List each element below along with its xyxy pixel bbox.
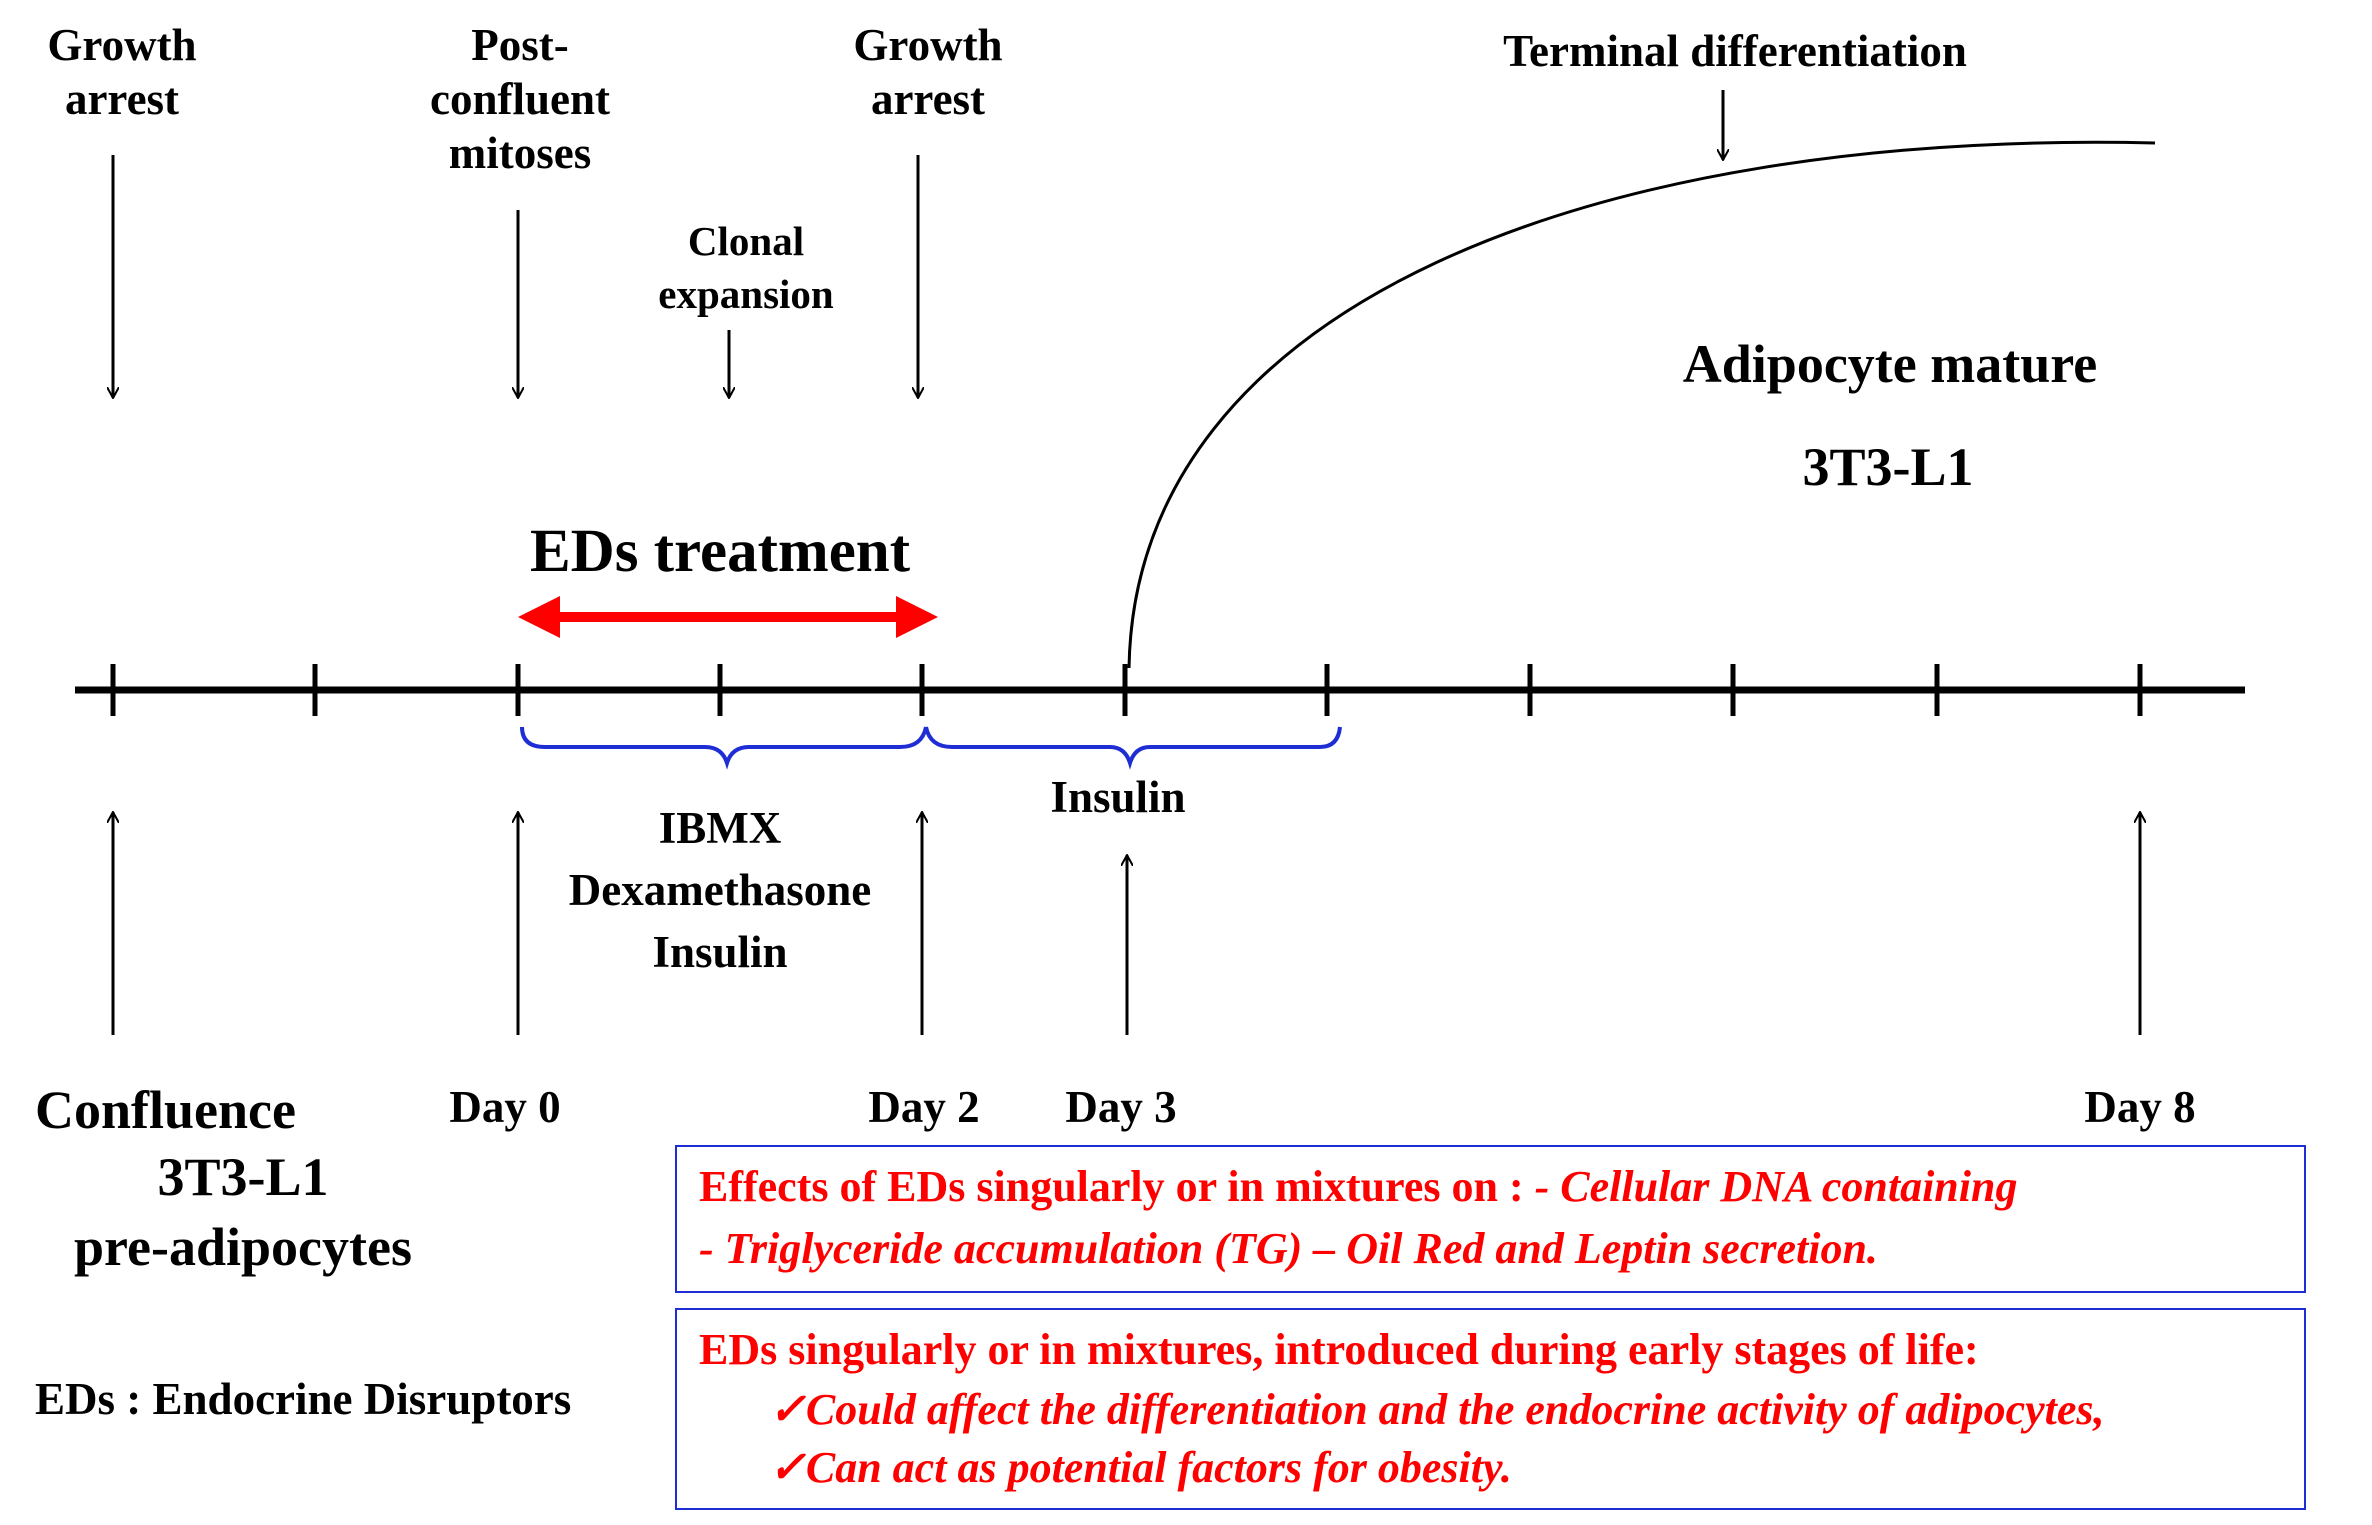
adipocyte-cell-line-label: 3T3-L1 (1802, 437, 1974, 497)
day2-label: Day 2 (868, 1082, 980, 1132)
preadipocytes-label: pre-adipocytes (74, 1217, 412, 1277)
adipocyte-mature-label: Adipocyte mature (1682, 334, 2098, 394)
effects-lead: Effects of EDs singularly or in mixtures… (699, 1162, 1535, 1211)
growth-arrest-label: Growth arrest (47, 20, 197, 124)
clonal-expansion-label: Clonal expansion (658, 218, 834, 318)
conclusions-item-2: ✓Can act as potential factors for obesit… (769, 1443, 1512, 1492)
confluence-cell-line-label: 3T3-L1 (157, 1147, 329, 1207)
induction-brace (520, 726, 928, 770)
eds-treatment-label: EDs treatment (529, 518, 911, 585)
terminal-differentiation-label: Terminal differentiation (1503, 26, 1967, 76)
effects-item-dna: - Cellular DNA containing (1534, 1162, 2018, 1211)
conclusions-heading: EDs singularly or in mixtures, introduce… (699, 1325, 1979, 1374)
effects-line-2: - Triglyceride accumulation (TG) – Oil R… (699, 1224, 1878, 1273)
day3-label: Day 3 (1065, 1082, 1177, 1132)
timeline-ticks (110, 664, 2143, 716)
confluence-label: Confluence (35, 1080, 296, 1140)
post-confluent-mitoses-label: Post- confluent mitoses (430, 20, 610, 178)
conclusions-box: EDs singularly or in mixtures, introduce… (675, 1308, 2306, 1510)
day8-label: Day 8 (2084, 1082, 2196, 1132)
induction-cocktail-label: IBMX Dexamethasone Insulin (568, 803, 872, 978)
eds-treatment-arrow (518, 596, 938, 638)
insulin-brace (924, 726, 1342, 770)
abbreviation-note: EDs : Endocrine Disruptors (35, 1374, 572, 1424)
effects-line-1: Effects of EDs singularly or in mixtures… (699, 1161, 2017, 1214)
differentiation-curve (1127, 140, 2156, 669)
growth-arrest-label-2: Growth arrest (853, 20, 1003, 124)
insulin-label: Insulin (1050, 772, 1186, 822)
conclusions-item-1: ✓Could affect the differentiation and th… (769, 1385, 2105, 1434)
day0-label: Day 0 (449, 1082, 561, 1132)
effects-box: Effects of EDs singularly or in mixtures… (675, 1145, 2306, 1293)
